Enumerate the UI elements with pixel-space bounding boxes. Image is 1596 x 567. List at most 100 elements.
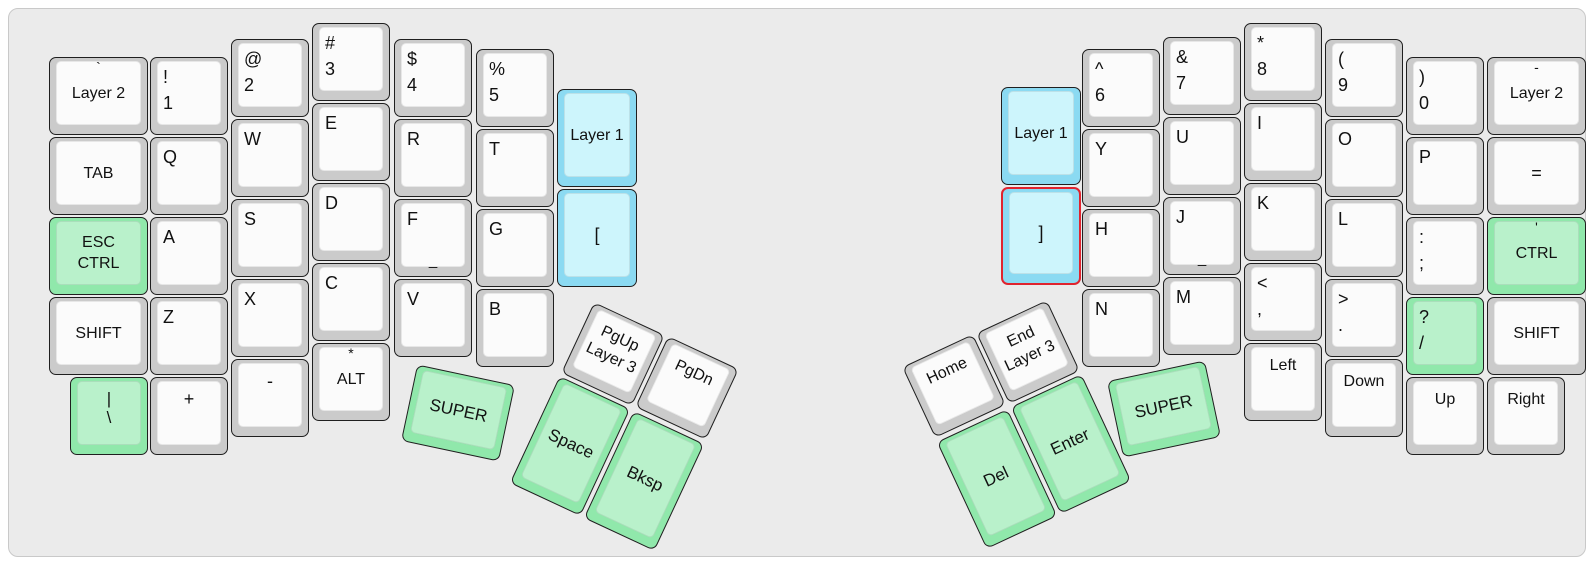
key-legend: S [244,209,257,229]
keycap-surface [238,123,302,187]
key-slash[interactable]: ?/ [1406,297,1484,375]
key-t[interactable]: T [476,129,554,207]
key-semicolon[interactable]: :; [1406,217,1484,295]
key-right-bracket[interactable]: ] [1001,187,1081,285]
key-super-right[interactable]: SUPER [1106,360,1222,458]
key-e[interactable]: E [312,103,390,181]
key-arrow-right[interactable]: Right [1487,377,1565,455]
key-y[interactable]: Y [1082,129,1160,207]
keycap-surface [77,381,141,445]
key-legend: <, [1257,273,1268,319]
key-9[interactable]: (9 [1325,39,1403,117]
keycap-surface [1089,293,1153,357]
key-tab[interactable]: TAB [49,137,148,215]
key-n[interactable]: N [1082,289,1160,367]
keycap-surface [157,141,221,205]
key-legend: O [1338,129,1353,149]
homing-bar-icon: _ [1197,250,1207,267]
key-1[interactable]: !1 [150,57,228,135]
key-layer1-left[interactable]: Layer 1 [557,89,637,187]
key-c[interactable]: C [312,263,390,341]
key-alt[interactable]: ALT* [312,343,390,421]
key-legend: Layer 1 [1014,124,1068,142]
key-shift-left[interactable]: SHIFT [49,297,148,375]
key-w[interactable]: W [231,119,309,197]
keycap-surface [483,53,547,117]
key-z[interactable]: Z [150,297,228,375]
key-equals[interactable]: = [1487,137,1586,215]
key-legend: SUPER [1132,390,1194,422]
key-shift-right[interactable]: SHIFT [1487,297,1586,375]
keycap-surface [1332,363,1396,427]
key-3[interactable]: #3 [312,23,390,101]
key-minus[interactable]: - [231,359,309,437]
key-0[interactable]: )0 [1406,57,1484,135]
key-layer2-right[interactable]: Layer 2- [1487,57,1586,135]
key-x[interactable]: X [231,279,309,357]
key-7[interactable]: &7 [1163,37,1241,115]
key-legend: &7 [1176,47,1189,93]
keycap-surface [1251,267,1315,331]
keycap-surface [157,301,221,365]
key-f[interactable]: F_ [394,199,472,277]
key-legend: Y [1095,139,1108,159]
keycap-surface [56,221,141,285]
key-layer2-left[interactable]: Layer 2` [49,57,148,135]
key-legend: (9 [1338,49,1349,95]
key-legend: )0 [1419,67,1430,113]
key-layer1-right[interactable]: Layer 1 [1001,87,1081,185]
key-r[interactable]: R [394,119,472,197]
key-a[interactable]: A [150,217,228,295]
key-i[interactable]: I [1244,103,1322,181]
key-d[interactable]: D [312,183,390,261]
key-h[interactable]: H [1082,209,1160,287]
keycap-surface [1413,301,1477,365]
key-m[interactable]: M [1163,277,1241,355]
key-plus[interactable]: + [150,377,228,455]
keycap-surface [1251,347,1315,411]
key-q[interactable]: Q [150,137,228,215]
key-legend: J [1176,207,1185,227]
key-arrow-down[interactable]: Down [1325,359,1403,437]
key-legend: *8 [1257,33,1268,79]
key-legend: #3 [325,33,336,79]
key-4[interactable]: $4 [394,39,472,117]
key-legend: Right [1507,391,1545,408]
key-arrow-left[interactable]: Left [1244,343,1322,421]
key-b[interactable]: B [476,289,554,367]
key-k[interactable]: K [1244,183,1322,261]
key-arrow-up[interactable]: Up [1406,377,1484,455]
key-legend: N [1095,299,1108,319]
key-legend: A [163,227,176,247]
key-l[interactable]: L [1325,199,1403,277]
key-super-left[interactable]: SUPER [400,364,516,462]
key-2[interactable]: @2 [231,39,309,117]
key-g[interactable]: G [476,209,554,287]
keycap-surface [1494,381,1558,445]
key-u[interactable]: U [1163,117,1241,195]
key-v[interactable]: V [394,279,472,357]
key-secondary-legend: * [348,345,354,361]
key-legend: ?/ [1419,307,1430,353]
key-secondary-legend: ` [96,59,101,75]
key-5[interactable]: %5 [476,49,554,127]
key-legend: [ [594,224,600,245]
key-comma[interactable]: <, [1244,263,1322,341]
key-8[interactable]: *8 [1244,23,1322,101]
key-6[interactable]: ^6 [1082,49,1160,127]
key-period[interactable]: >. [1325,279,1403,357]
keycap-surface [1332,43,1396,107]
key-j[interactable]: J_ [1163,197,1241,275]
key-o[interactable]: O [1325,119,1403,197]
key-legend: M [1176,287,1191,307]
key-p[interactable]: P [1406,137,1484,215]
key-s[interactable]: S [231,199,309,277]
key-ctrl-right[interactable]: CTRL' [1487,217,1586,295]
key-legend: Layer 2 [1509,84,1564,102]
key-left-bracket[interactable]: [ [557,189,637,287]
key-pipe-backslash[interactable]: |\ [70,377,148,455]
